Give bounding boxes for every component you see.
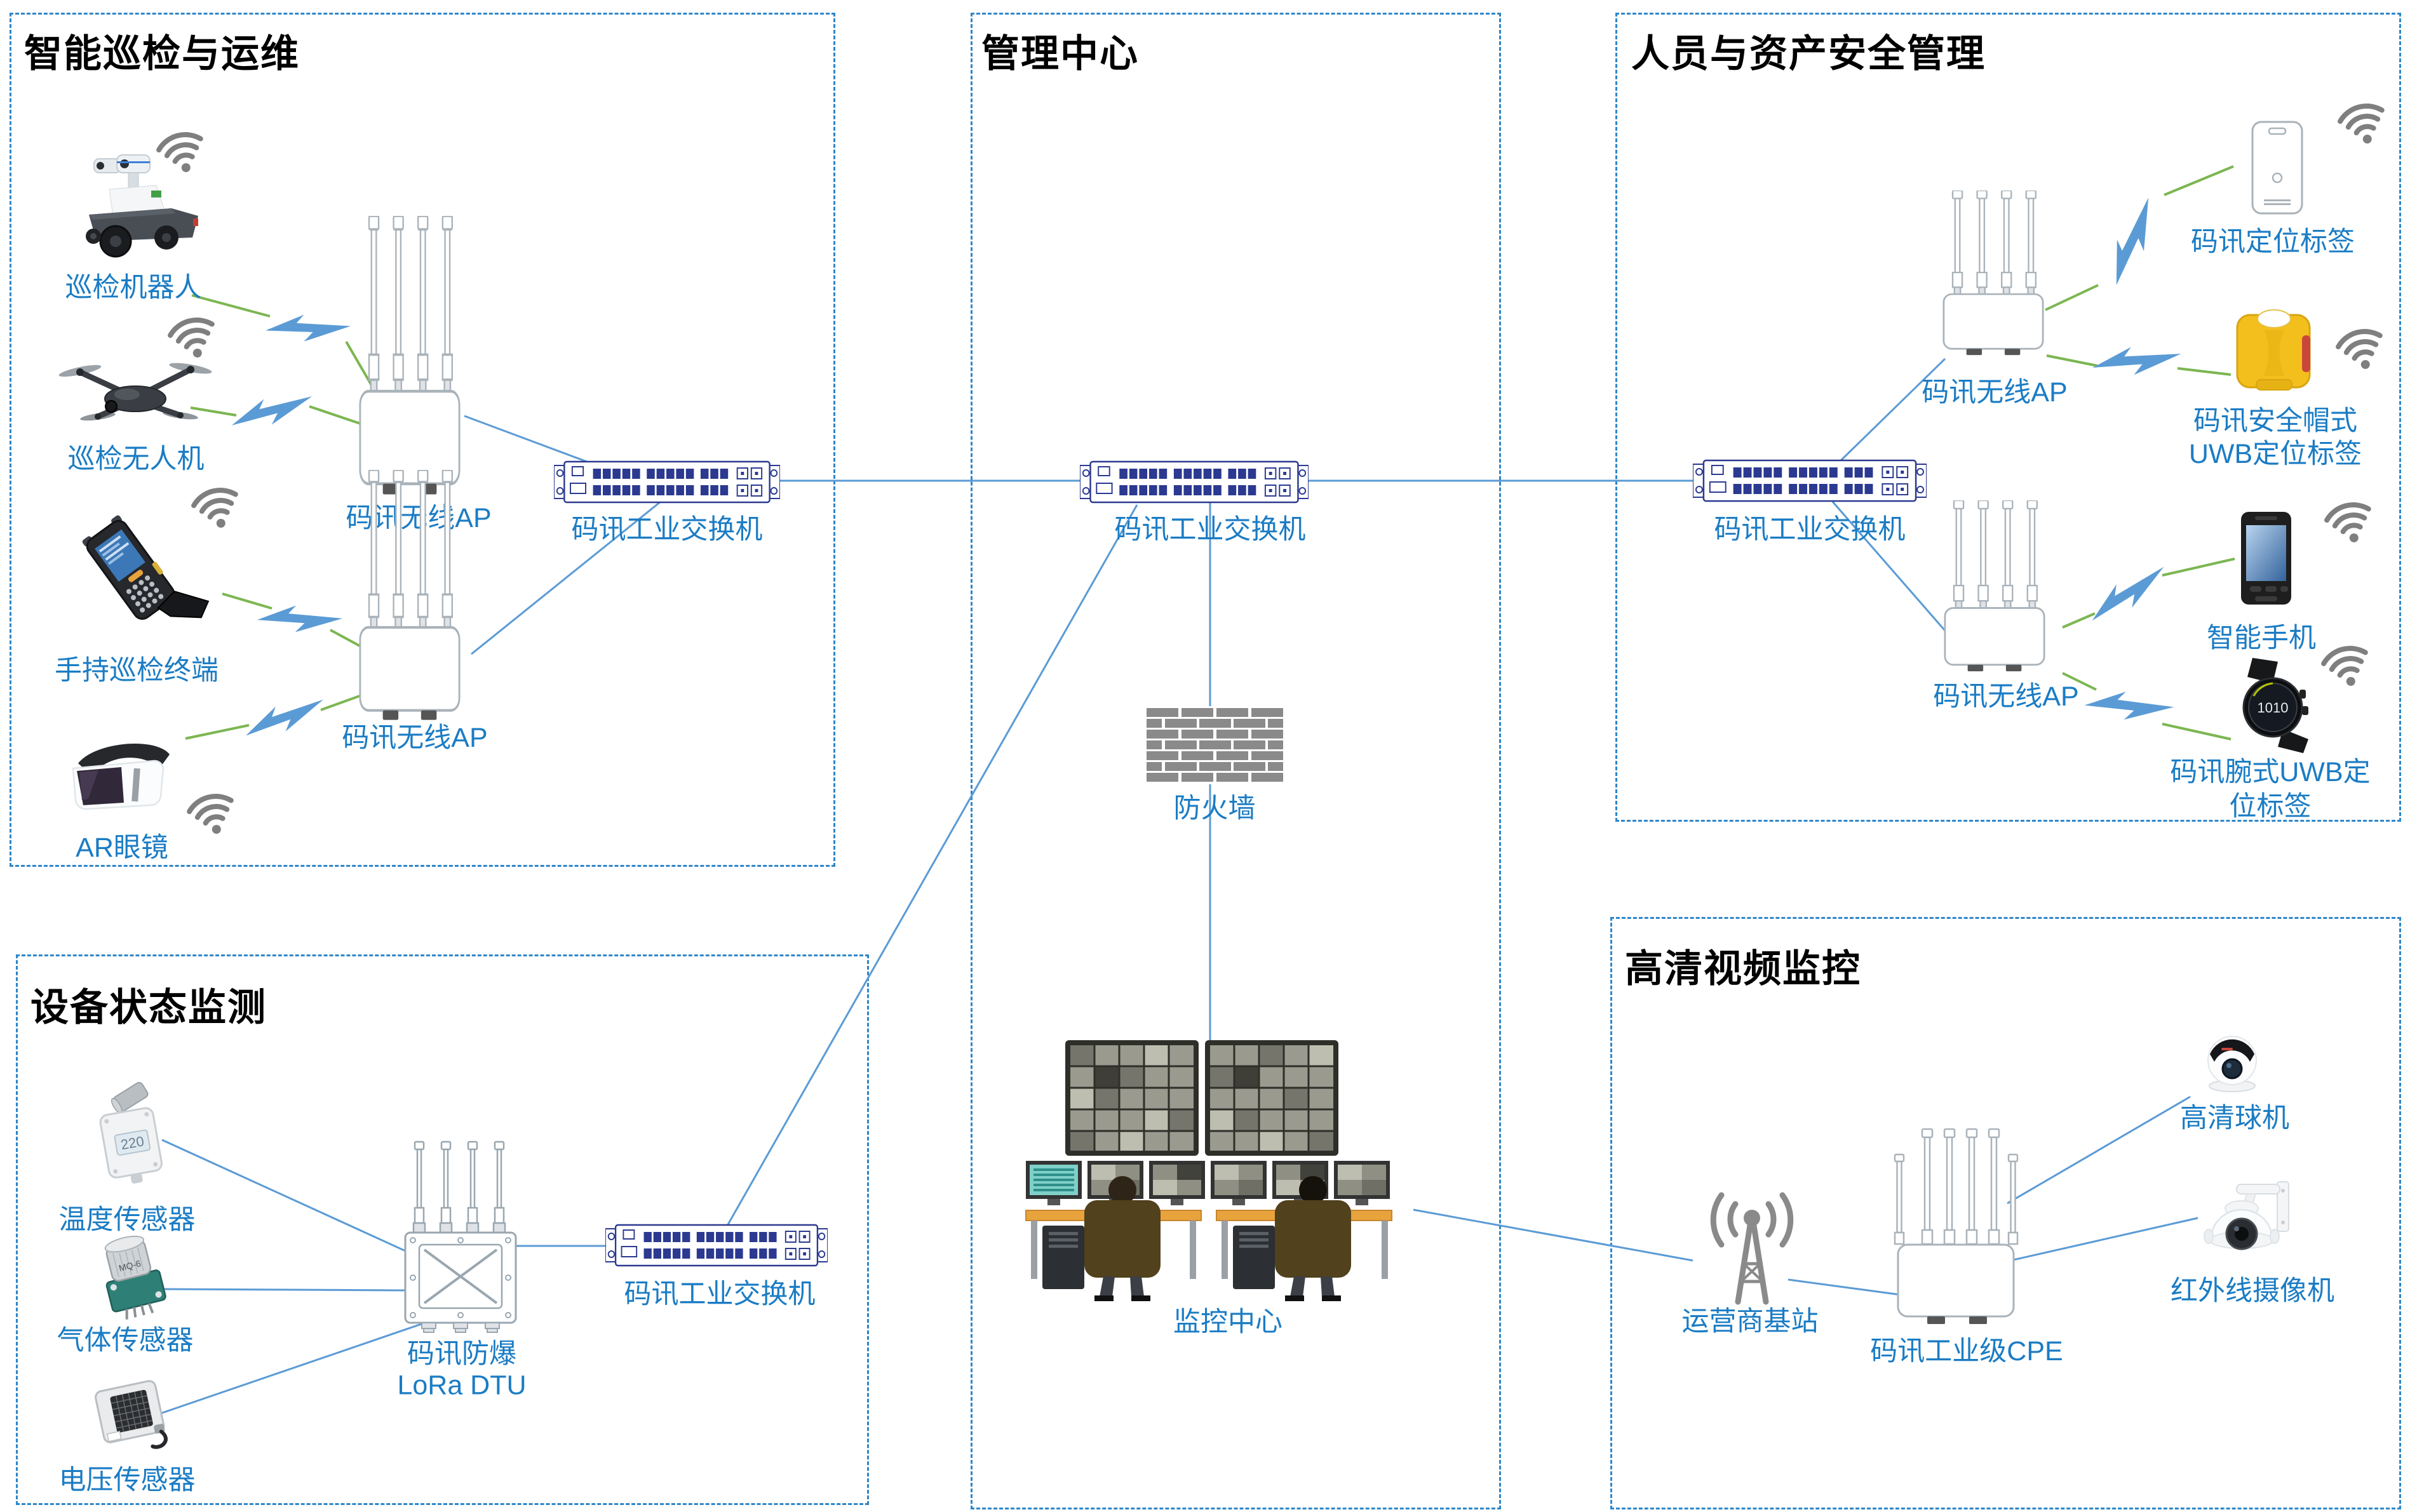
firewall-label: 防火墙 bbox=[1173, 793, 1256, 824]
helmet-tag-icon bbox=[2236, 309, 2311, 391]
lora-dtu-label-line1: 码讯防爆 bbox=[407, 1339, 516, 1369]
wireless-ap2-label: 码讯无线AP bbox=[342, 723, 488, 753]
dome-camera-label: 高清球机 bbox=[2180, 1103, 2289, 1134]
smartphone-icon bbox=[2241, 512, 2291, 605]
zone-title-device-monitoring: 设备状态监测 bbox=[30, 986, 267, 1029]
helmet-tag-label-line2: UWB定位标签 bbox=[2188, 439, 2362, 469]
monitoring-center-label: 监控中心 bbox=[1173, 1307, 1282, 1337]
ir-camera-icon bbox=[2204, 1181, 2289, 1250]
wireless-ap2-icon bbox=[359, 470, 461, 721]
industrial-cpe-label: 码讯工业级CPE bbox=[1870, 1336, 2063, 1367]
base-station-label: 运营商基站 bbox=[1681, 1306, 1819, 1337]
voltage-sensor-label: 电压传感器 bbox=[58, 1465, 196, 1495]
wrist-tag-icon: 1010 bbox=[2242, 658, 2308, 753]
industrial-switch1-icon bbox=[554, 460, 780, 504]
inspection-robot-icon bbox=[86, 154, 198, 258]
wireless-ap3-label: 码讯无线AP bbox=[1922, 377, 2068, 408]
handheld-terminal-icon bbox=[82, 515, 210, 620]
industrial-switch2-icon bbox=[1080, 460, 1309, 504]
zone-personnel-assets bbox=[1615, 13, 2401, 822]
smartphone-label: 智能手机 bbox=[2207, 623, 2316, 653]
base-station-icon bbox=[1710, 1192, 1794, 1305]
industrial-switch2-label: 码讯工业交换机 bbox=[1114, 514, 1306, 545]
wireless-ap1-label: 码讯无线AP bbox=[346, 503, 492, 533]
ar-glasses-label: AR眼镜 bbox=[76, 833, 168, 863]
temp-sensor-icon: 220 bbox=[99, 1081, 163, 1184]
handheld-label: 手持巡检终端 bbox=[55, 655, 219, 686]
industrial-switch3-icon bbox=[1693, 459, 1927, 502]
wireless-ap4-icon bbox=[1944, 500, 2045, 672]
zone-inspection bbox=[10, 13, 835, 867]
wrist-tag-label-line1: 码讯腕式UWB定 bbox=[2170, 757, 2371, 787]
industrial-switch4-icon bbox=[605, 1224, 828, 1267]
voltage-sensor-icon bbox=[95, 1380, 168, 1449]
gas-sensor-label: 气体传感器 bbox=[57, 1325, 194, 1356]
industrial-switch1-label: 码讯工业交换机 bbox=[571, 514, 763, 545]
temp-sensor-label: 温度传感器 bbox=[58, 1205, 196, 1235]
zone-title-video: 高清视频监控 bbox=[1625, 947, 1861, 990]
zone-title-inspection: 智能巡检与运维 bbox=[24, 32, 300, 75]
dome-camera-icon bbox=[2207, 1036, 2257, 1092]
wireless-ap3-icon bbox=[1942, 191, 2044, 356]
industrial-switch3-label: 码讯工业交换机 bbox=[1714, 514, 1906, 545]
locating-tag-label: 码讯定位标签 bbox=[2191, 227, 2355, 257]
locating-tag-icon bbox=[2251, 121, 2303, 215]
industrial-cpe-icon bbox=[1894, 1128, 2019, 1324]
inspection-drone-icon bbox=[58, 363, 212, 421]
ar-glasses-icon bbox=[72, 744, 170, 810]
robot-label: 巡检机器人 bbox=[65, 272, 202, 303]
zone-title-management: 管理中心 bbox=[981, 32, 1139, 75]
drone-label: 巡检无人机 bbox=[67, 444, 205, 474]
industrial-switch4-label: 码讯工业交换机 bbox=[624, 1279, 816, 1309]
firewall-icon bbox=[1147, 708, 1283, 782]
svg-text:1010: 1010 bbox=[2258, 700, 2289, 716]
wireless-ap1-icon bbox=[359, 216, 461, 495]
zone-title-personnel: 人员与资产安全管理 bbox=[1631, 32, 1986, 75]
monitoring-center-icon bbox=[1025, 1040, 1392, 1301]
lora-dtu-icon bbox=[404, 1141, 517, 1333]
lora-dtu-label-line2: LoRa DTU bbox=[397, 1370, 527, 1401]
gas-sensor-icon: MQ-6 bbox=[104, 1235, 166, 1320]
ir-camera-label: 红外线摄像机 bbox=[2171, 1276, 2334, 1306]
zone-device-monitoring bbox=[16, 954, 869, 1505]
wireless-ap4-label: 码讯无线AP bbox=[1933, 681, 2079, 712]
wrist-tag-label-line2: 位标签 bbox=[2229, 791, 2312, 822]
helmet-tag-label-line1: 码讯安全帽式 bbox=[2193, 406, 2357, 436]
